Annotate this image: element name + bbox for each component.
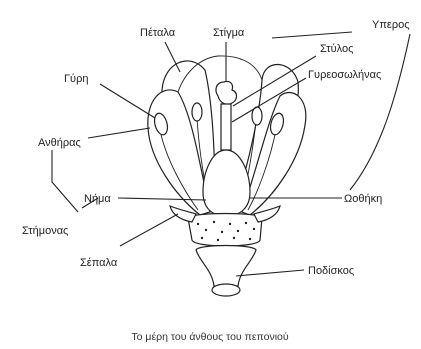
leader-pollen (100, 84, 155, 118)
caption: Το μέρη του άνθους του πεπονιού (131, 331, 288, 343)
leader-pistil (272, 32, 352, 38)
style-shape (221, 104, 231, 150)
receptacle (188, 214, 262, 247)
leader-stamen-top (52, 150, 78, 212)
label-sepals: Σέπαλα (80, 257, 118, 269)
label-pistil: Υπερος (372, 19, 410, 31)
label-pedicel: Ποδίσκος (308, 265, 354, 277)
label-pollen: Γύρη (64, 73, 88, 85)
label-stigma: Στίγμα (213, 27, 245, 39)
stigma-shape (216, 81, 237, 104)
leader-sepals (120, 214, 178, 246)
leader-anther (88, 128, 150, 138)
label-pollen-tube: Γυρεοσωλήνας (308, 69, 381, 81)
label-style: Στύλος (320, 43, 353, 55)
label-petals: Πέταλα (140, 27, 176, 39)
label-anther: Ανθήρας (38, 137, 81, 149)
pedicel-base (212, 284, 240, 296)
leader-pedicel (236, 270, 304, 276)
label-stamen: Στήμονας (22, 225, 68, 237)
anther-left-inner (192, 103, 202, 121)
leader-pistil-bracket (350, 34, 410, 190)
pedicel-shape (196, 246, 256, 287)
label-filament: Νήμα (84, 193, 111, 205)
label-ovary: Ωοθήκη (344, 193, 382, 205)
